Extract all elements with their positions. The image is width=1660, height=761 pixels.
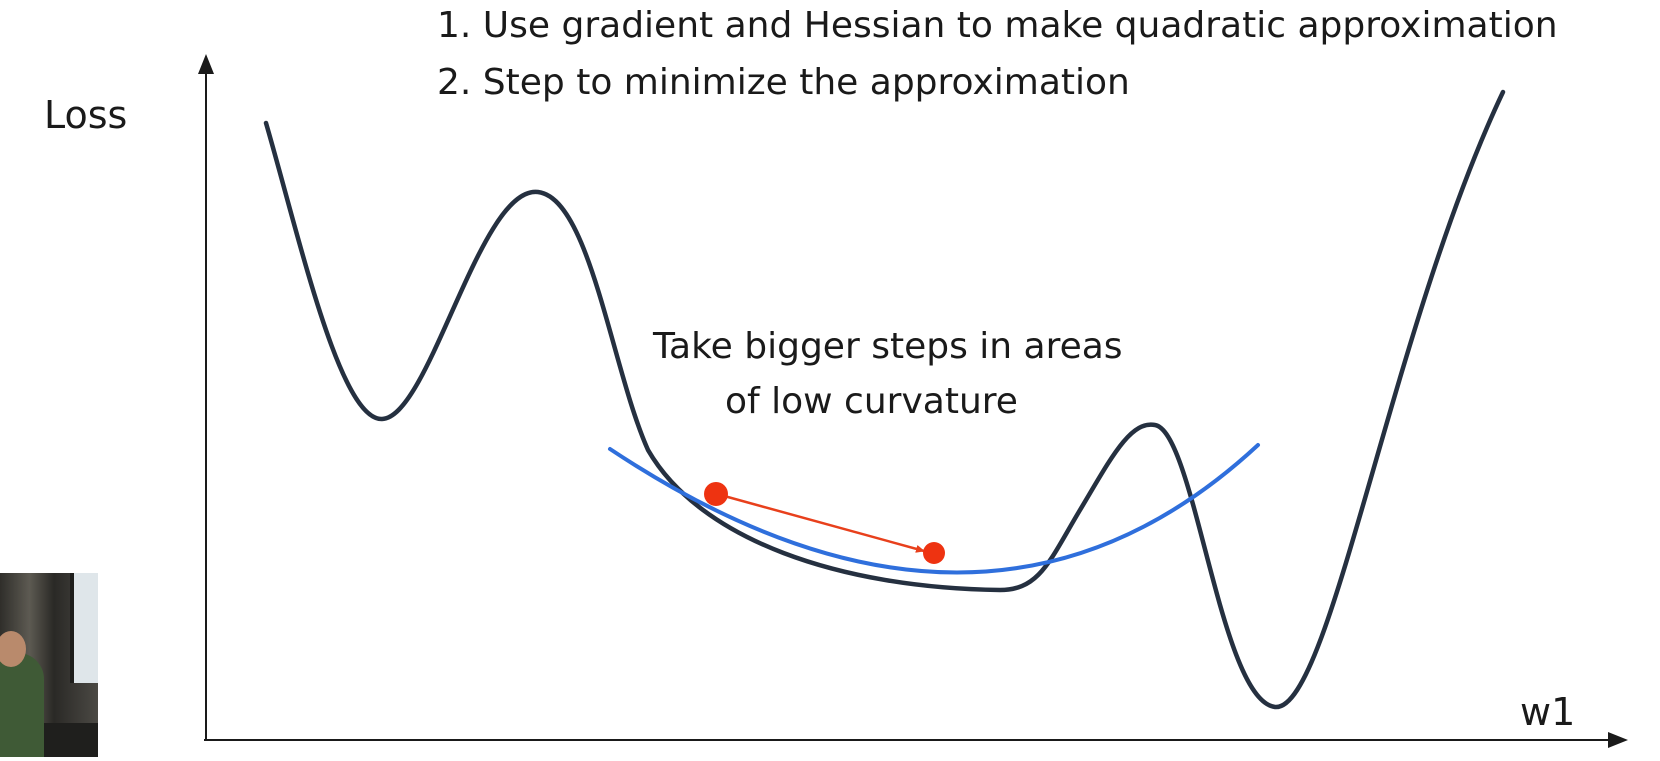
- step-arrow: [716, 492, 925, 553]
- presenter-figure: [0, 653, 44, 757]
- annotation-line-1: Take bigger steps in areas: [652, 326, 1123, 367]
- annotation-line-2: of low curvature: [725, 381, 1018, 422]
- step-2-text: 2. Step to minimize the approximation: [437, 62, 1130, 103]
- current-point: [704, 482, 728, 506]
- x-axis-label: w1: [1520, 690, 1575, 734]
- quadratic-approximation-curve: [608, 443, 1260, 575]
- y-axis-label: Loss: [44, 93, 127, 137]
- step-1-text: 1. Use gradient and Hessian to make quad…: [437, 5, 1558, 46]
- next-point: [923, 542, 945, 564]
- loss-curve: [263, 89, 1506, 710]
- presenter-webcam-thumbnail: [0, 573, 98, 757]
- webcam-window: [70, 573, 98, 683]
